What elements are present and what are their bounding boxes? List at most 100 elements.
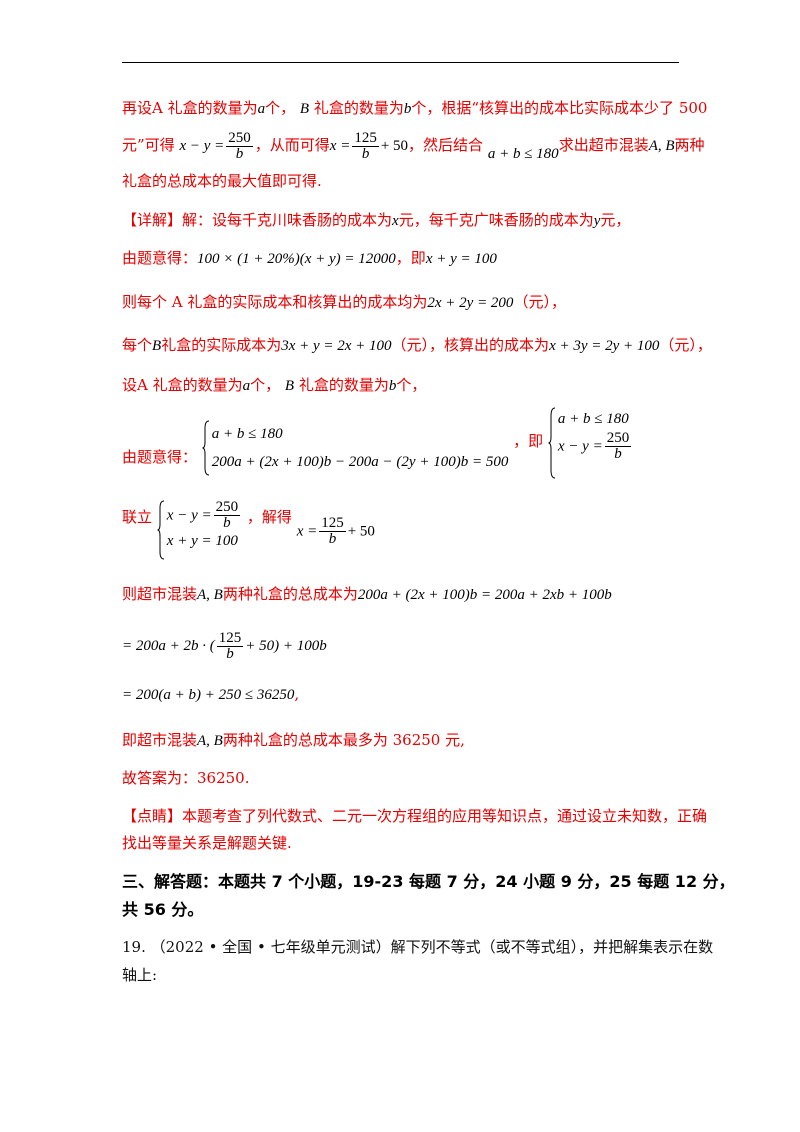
text: ，从而可得: [254, 136, 330, 154]
text: 求出超市混装: [558, 136, 649, 154]
text: 个，: [265, 99, 296, 117]
eq-x: x =: [296, 523, 318, 540]
eq-sum: x + y = 100: [425, 251, 497, 267]
numerator: 250: [226, 129, 253, 147]
text: 两种礼盒的总成本最多为 36250 元,: [222, 731, 465, 749]
text: 共 56 分。: [122, 900, 204, 919]
var-AB: A, B: [197, 587, 223, 603]
eq-x-minus-y: x − y =: [179, 138, 225, 154]
numerator: 250: [213, 499, 241, 516]
detail-tag: 【详解】: [122, 211, 183, 229]
detail-line5: 设A 礼盒的数量为a个， B 礼盒的数量为b个，: [122, 375, 426, 396]
text: 19. （2022 • 全国 • 七年级单元测试）解下列不等式（或不等式组），并…: [122, 938, 714, 956]
text: ，即: [395, 249, 426, 267]
brace-icon: [157, 500, 164, 560]
detail-line6: 由题意得： a + b ≤ 180 200a + (2x + 100)b − 2…: [122, 407, 633, 478]
text: 两种礼盒的总成本为: [222, 585, 358, 603]
text: 三、解答题：本题共 7 个小题，19-23 每题 7 分，24 小题 9 分，2…: [122, 872, 735, 891]
text: （元），: [659, 336, 712, 354]
plus-50: + 50: [380, 138, 409, 154]
eq-total-expression: 200a + (2x + 100)b = 200a + 2xb + 100b: [357, 587, 612, 603]
text: 礼盒的数量为: [313, 99, 404, 117]
section-heading-line1: 三、解答题：本题共 7 个小题，19-23 每题 7 分，24 小题 9 分，2…: [122, 870, 735, 894]
para1-line3: 礼盒的总成本的最大值即可得.: [122, 171, 322, 191]
denominator: b: [226, 645, 234, 662]
text: 轴上:: [122, 966, 158, 984]
eq-x: x =: [329, 138, 351, 154]
var-a: a: [257, 101, 266, 117]
var-b: b: [388, 378, 397, 394]
text: 每个: [122, 336, 153, 354]
text: 解：设每千克川味香肠的成本为: [182, 211, 393, 229]
para1-line1: 再设A 礼盒的数量为a个， B 礼盒的数量为b个，根据“核算出的成本比实际成本少…: [122, 98, 707, 119]
text: 由题意得：: [122, 448, 198, 466]
numerator: 125: [216, 629, 244, 647]
detail-line4: 每个B礼盒的实际成本为3x + y = 2x + 100（元），核算出的成本为x…: [122, 335, 712, 356]
system-row: 200a + (2x + 100)b − 200a − (2y + 100)b …: [211, 454, 509, 470]
text: 即超市混装: [122, 731, 198, 749]
eq-max-bound: = 200(a + b) + 250 ≤ 36250: [122, 687, 295, 703]
var-AB: A, B: [197, 733, 223, 749]
eq-x-minus-y: x − y =: [166, 507, 212, 524]
text: 元，每千克广味香肠的成本为: [398, 211, 594, 229]
var-AB: A, B: [648, 138, 675, 154]
eq-B-calc: x + 3y = 2y + 100: [549, 338, 660, 354]
eq-x-minus-y: x − y =: [557, 438, 603, 454]
text: 设A 礼盒的数量为: [122, 376, 243, 394]
text: 元”可得: [122, 136, 175, 154]
denominator: b: [235, 145, 244, 162]
plus-50: + 50: [347, 523, 375, 540]
eq-a-plus-b: a + b ≤ 180: [487, 146, 559, 162]
text: 找出等量关系是解题关键.: [122, 834, 292, 852]
text: 礼盒的实际成本为: [161, 336, 282, 354]
denominator: b: [614, 445, 622, 462]
question19-line1: 19. （2022 • 全国 • 七年级单元测试）解下列不等式（或不等式组），并…: [122, 937, 713, 957]
var-x: x: [392, 213, 399, 229]
text: 礼盒的数量为: [298, 376, 389, 394]
var-y: y: [593, 213, 601, 229]
brace-icon: [548, 407, 555, 478]
text: （元），核算出的成本为: [391, 336, 550, 354]
answer-line: 故答案为：36250.: [122, 769, 250, 787]
text: 个，根据“核算出的成本比实际成本少了 500: [411, 99, 708, 117]
text: 再设A 礼盒的数量为: [122, 99, 258, 117]
system-row: a + b ≤ 180: [211, 426, 283, 442]
detail-line10: = 200(a + b) + 250 ≤ 36250,: [122, 685, 300, 703]
brace-icon: [202, 420, 209, 476]
var-b: b: [403, 101, 412, 117]
eq-A-cost: 2x + 2y = 200: [427, 295, 514, 311]
detail-line12: 故答案为：36250.: [122, 768, 250, 788]
text: 则每个 A 礼盒的实际成本和核算出的成本均为: [122, 293, 428, 311]
detail-line2: 由题意得：100 × (1 + 20%)(x + y) = 12000，即x +…: [122, 248, 497, 269]
var-B: B: [152, 338, 162, 354]
text: 个，: [250, 376, 281, 394]
question19-line2: 轴上:: [122, 965, 157, 985]
var-B: B: [284, 378, 295, 394]
eq-B-actual: 3x + y = 2x + 100: [281, 338, 392, 354]
text: 个，: [396, 376, 427, 394]
detail-line11: 即超市混装A, B两种礼盒的总成本最多为 36250 元,: [122, 730, 465, 751]
eq-substitution-end: + 50) + 100b: [245, 638, 327, 654]
text: 两种: [674, 136, 705, 154]
text: ，即: [513, 432, 544, 450]
eq-substitution-start: = 200a + 2b · (: [122, 638, 215, 654]
text: （元），: [513, 293, 566, 311]
text: 礼盒的总成本的最大值即可得.: [122, 172, 322, 190]
detail-line8: 则超市混装A, B两种礼盒的总成本为200a + (2x + 100)b = 2…: [122, 584, 612, 605]
text: ，解得: [246, 507, 292, 526]
comment-line1: 【点睛】本题考查了列代数式、二元一次方程组的应用等知识点，通过设立未知数，正确: [122, 806, 707, 826]
eq-total-cost: 100 × (1 + 20%)(x + y) = 12000: [197, 251, 396, 267]
text: 元，: [600, 211, 631, 229]
system-row: x + y = 100: [166, 533, 238, 549]
comment-tag: 【点睛】: [122, 807, 183, 825]
var-B: B: [299, 101, 310, 117]
text: 则超市混装: [122, 585, 198, 603]
